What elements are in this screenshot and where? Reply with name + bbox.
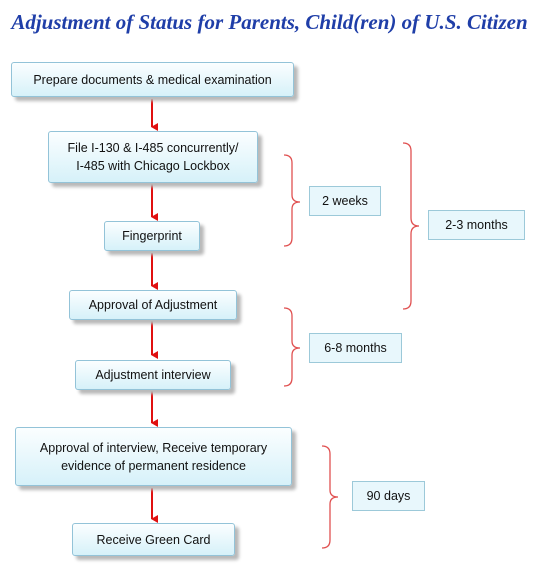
duration-overall-initial: 2-3 months <box>428 210 525 240</box>
step-file-i130-i485: File I-130 & I-485 concurrently/ I-485 w… <box>48 131 258 183</box>
brace-interview-wait <box>283 307 301 387</box>
brace-fingerprint-wait <box>283 154 301 247</box>
step-approval-interview: Approval of interview, Receive temporary… <box>15 427 292 486</box>
duration-fingerprint-wait: 2 weeks <box>309 186 381 216</box>
step-fingerprint: Fingerprint <box>104 221 200 251</box>
step-adjustment-interview: Adjustment interview <box>75 360 231 390</box>
diagram-title: Adjustment of Status for Parents, Child(… <box>11 10 528 34</box>
step-prepare-documents: Prepare documents & medical examination <box>11 62 294 97</box>
step-receive-green-card: Receive Green Card <box>72 523 235 556</box>
step-approval-adjustment: Approval of Adjustment <box>69 290 237 320</box>
duration-green-card-wait: 90 days <box>352 481 425 511</box>
brace-green-card-wait <box>321 445 339 549</box>
duration-interview-wait: 6-8 months <box>309 333 402 363</box>
brace-overall-initial <box>402 142 420 310</box>
